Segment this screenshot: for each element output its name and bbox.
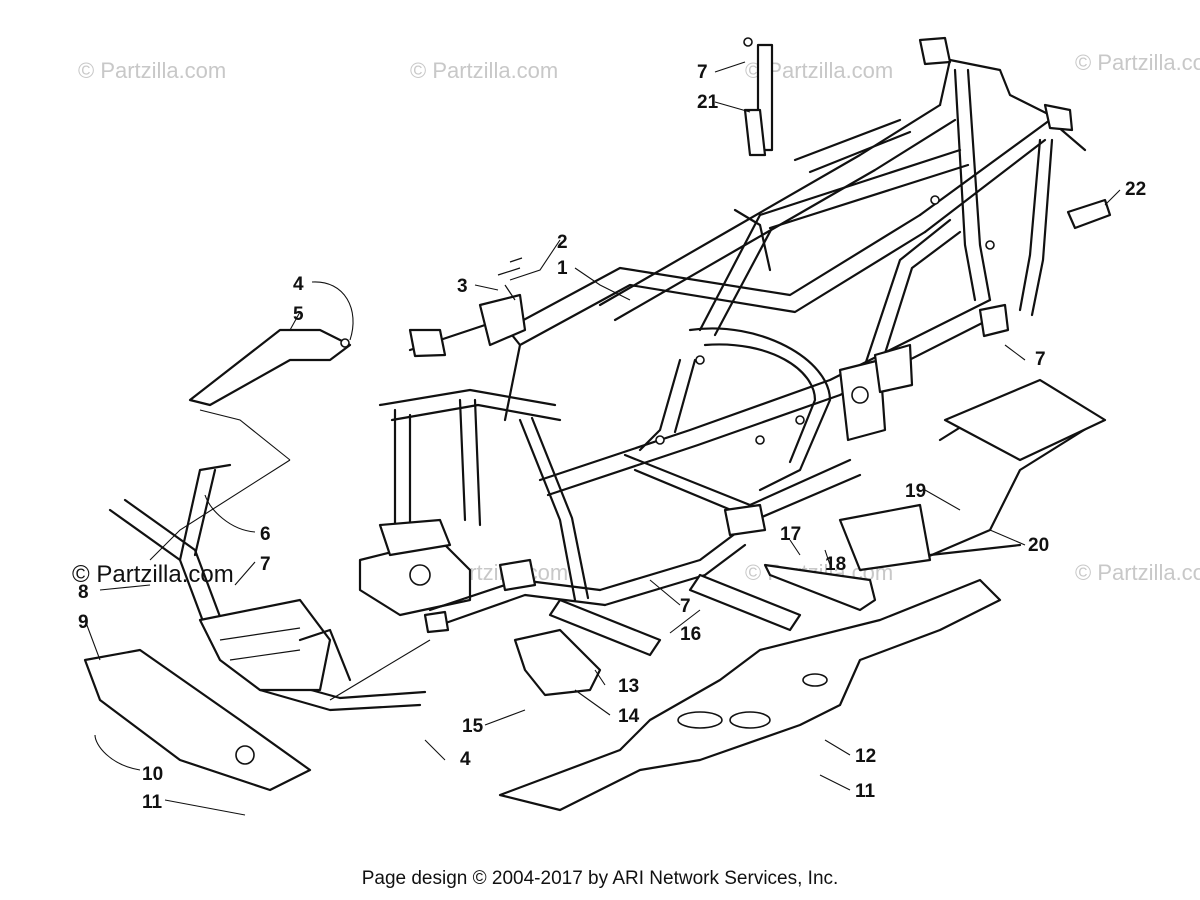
main-frame xyxy=(358,36,1087,634)
front-bumper-part xyxy=(108,463,427,712)
callout-11: 11 xyxy=(855,781,876,802)
leader-lines xyxy=(84,61,1121,816)
watermark-text: © Partzilla.com xyxy=(78,58,226,83)
link-bar-part xyxy=(763,563,877,612)
callout-20: 20 xyxy=(1028,535,1049,556)
watermark-text: © Partzilla.com xyxy=(410,58,558,83)
callout-7: 7 xyxy=(1035,349,1046,370)
front-bracket-part xyxy=(188,328,352,407)
callout-9: 9 xyxy=(78,612,89,633)
callout-1: 1 xyxy=(557,258,568,279)
copyright-footer: Page design © 2004-2017 by ARI Network S… xyxy=(361,868,839,889)
callout-19: 19 xyxy=(905,481,926,502)
callout-14: 14 xyxy=(618,706,640,727)
callout-18: 18 xyxy=(825,554,846,575)
decal-part xyxy=(1066,198,1112,230)
callout-4: 4 xyxy=(293,274,304,295)
callout-11: 11 xyxy=(142,792,163,813)
callout-4: 4 xyxy=(460,749,471,770)
callout-12: 12 xyxy=(855,746,876,767)
support-bar-part xyxy=(743,37,774,157)
floor-strip-part xyxy=(688,573,802,632)
callout-7: 7 xyxy=(260,554,271,575)
callout-15: 15 xyxy=(462,716,484,737)
callout-8: 8 xyxy=(78,582,89,603)
callout-2: 2 xyxy=(557,232,568,253)
callout-7: 7 xyxy=(680,596,691,617)
callout-3: 3 xyxy=(457,276,468,297)
callout-17: 17 xyxy=(780,524,801,545)
callout-5: 5 xyxy=(293,304,304,325)
callout-21: 21 xyxy=(697,92,719,113)
callout-6: 6 xyxy=(260,524,271,545)
callout-16: 16 xyxy=(680,624,701,645)
watermark-text: © Partzilla.com xyxy=(72,561,234,588)
pin-part xyxy=(497,257,523,301)
skid-plate-part xyxy=(498,578,1002,812)
watermark-text: © Partzilla.com xyxy=(1075,50,1200,75)
callout-22: 22 xyxy=(1125,179,1146,200)
floor-strip-part xyxy=(548,598,662,657)
footrest-part xyxy=(838,378,1107,572)
mount-bracket-part xyxy=(513,628,602,697)
watermark-text: © Partzilla.com xyxy=(1075,560,1200,585)
callout-7: 7 xyxy=(697,62,708,83)
callout-10: 10 xyxy=(142,764,163,785)
callout-13: 13 xyxy=(618,676,639,697)
